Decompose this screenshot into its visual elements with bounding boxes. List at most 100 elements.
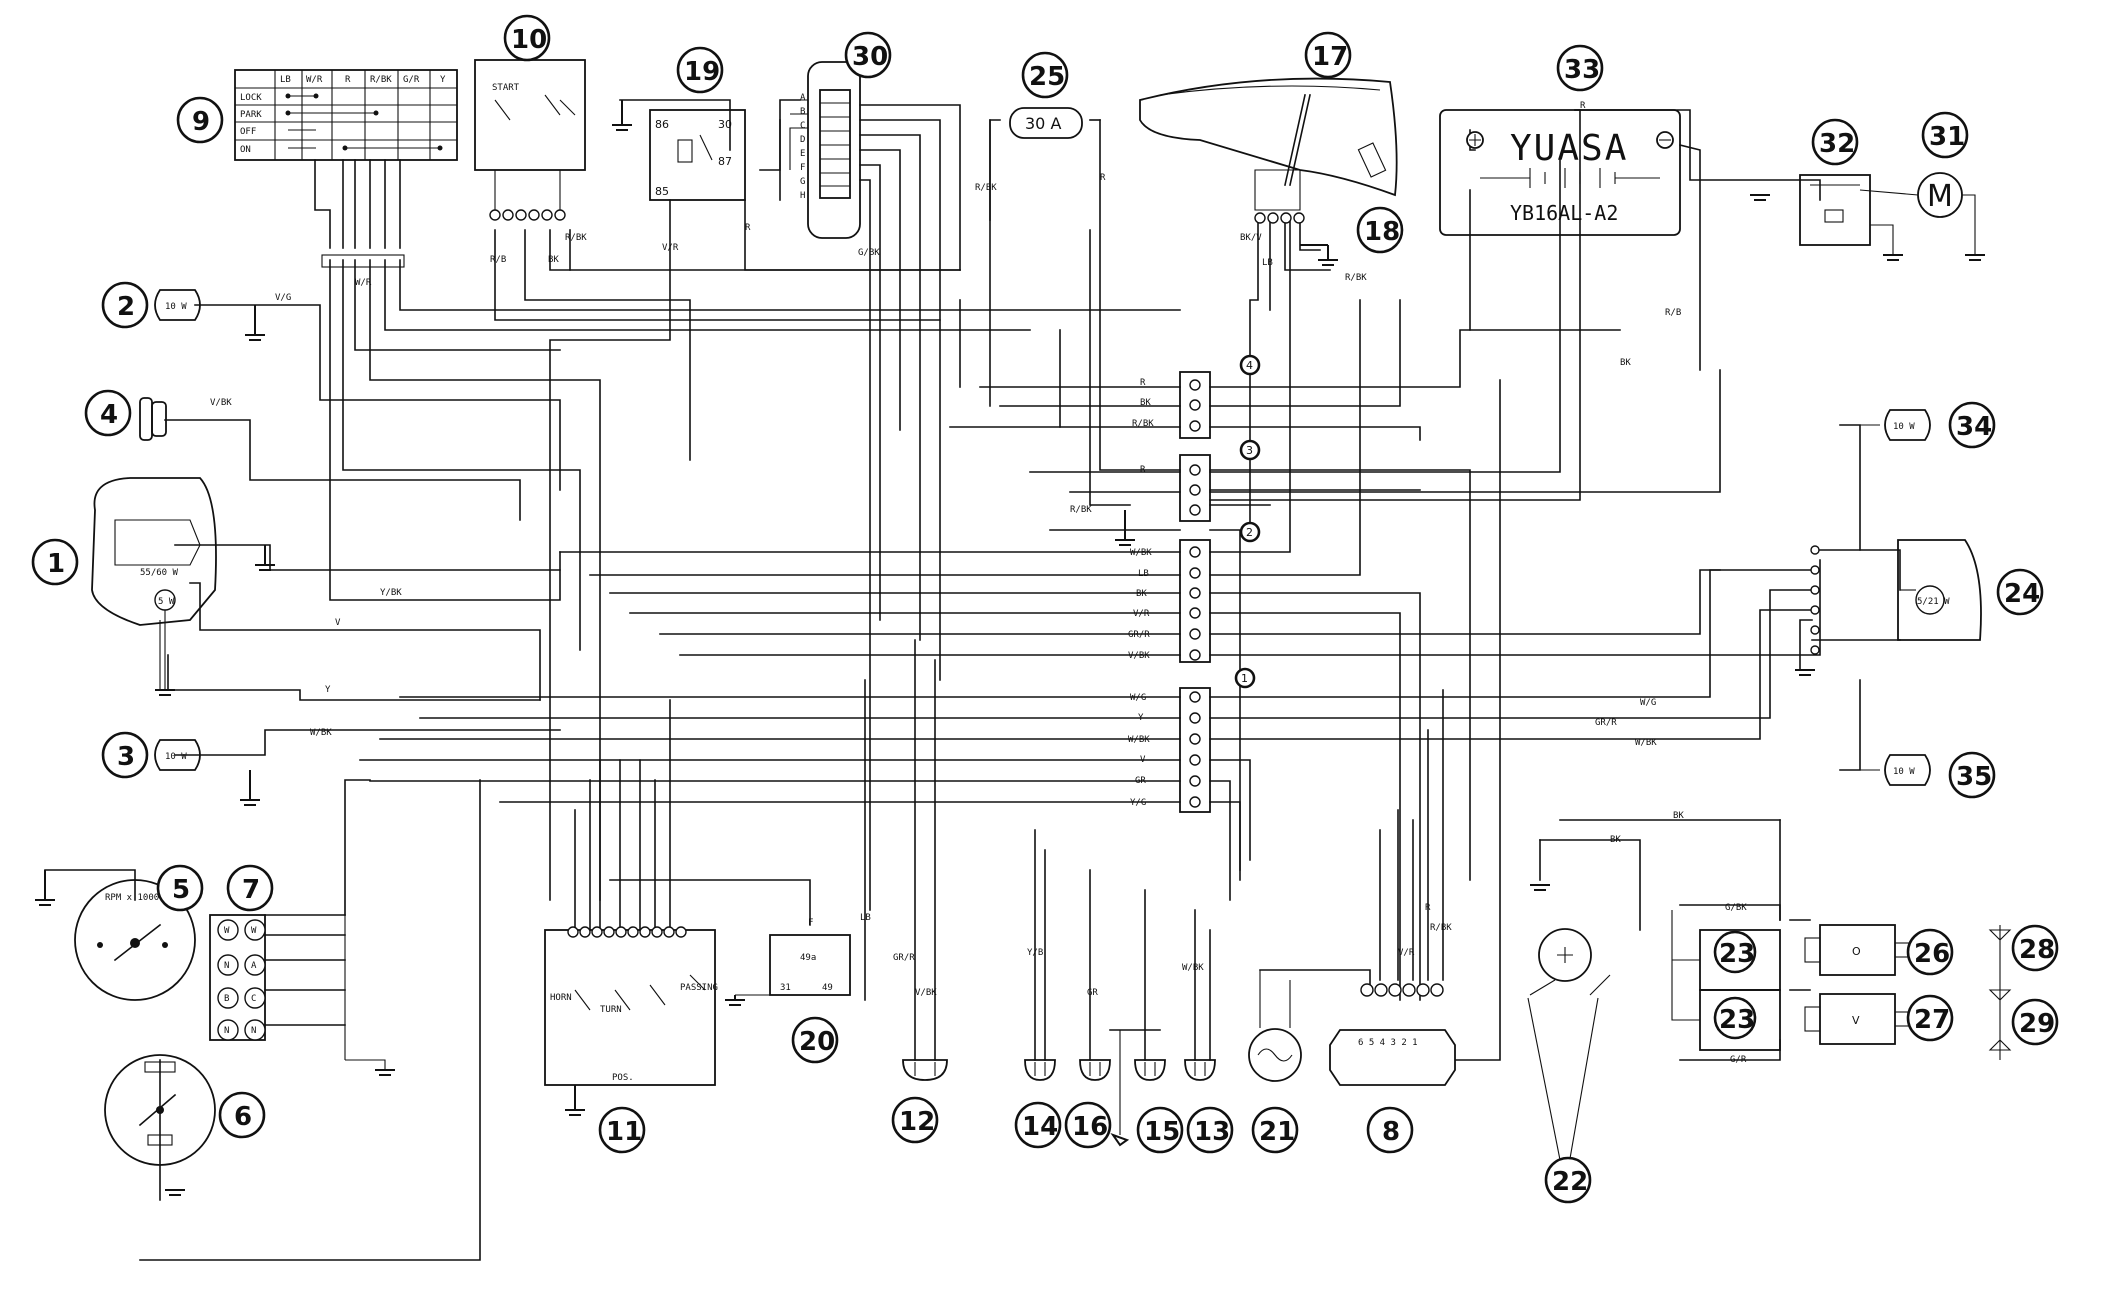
connector-block-4: 4 (1179, 354, 1261, 439)
svg-text:7: 7 (242, 875, 260, 905)
code-gr-16: GR (1087, 988, 1098, 998)
code-vg: V/G (275, 293, 291, 303)
svg-text:25: 25 (1029, 62, 1065, 92)
turn-label: TURN (600, 1005, 622, 1015)
code-vbk-12: V/BK (915, 988, 937, 998)
svg-text:2: 2 (117, 292, 135, 322)
main-fuse: 30 A (1009, 107, 1083, 139)
wl-right-1: W (251, 926, 257, 936)
component-callouts: 1 2 3 4 5 6 7 8 9 10 11 12 13 14 15 16 1… (31, 14, 2059, 1204)
pos-label: POS. (612, 1073, 634, 1083)
callout-6: 6 (218, 1091, 266, 1139)
wl-right-4: N (251, 1026, 256, 1036)
callout-13: 13 (1186, 1106, 1234, 1154)
code-r-8: R (1425, 903, 1431, 913)
code-vr-c2: V/R (1133, 609, 1150, 619)
callout-19: 19 (676, 46, 724, 94)
callout-25: 25 (1021, 51, 1069, 99)
code-gbk-23: G/BK (1725, 903, 1747, 913)
code-grr-c2: GR/R (1128, 630, 1150, 640)
svg-text:15: 15 (1144, 1117, 1180, 1147)
code-rbk-c4: R/BK (1132, 419, 1154, 429)
code-b-c2: BK (1136, 589, 1147, 599)
svg-text:30: 30 (852, 42, 888, 72)
code-wbk-c1: W/BK (1635, 738, 1657, 748)
spark-plug-rear: V (1804, 993, 1911, 1045)
callout-11: 11 (598, 1106, 646, 1154)
tach-label: RPM x 1000 (105, 893, 159, 903)
callout-5: 5 (156, 864, 204, 912)
sensor-14 (1024, 1059, 1056, 1081)
callout-2: 2 (101, 281, 149, 329)
svg-text:10: 10 (511, 25, 547, 55)
callout-28: 28 (2011, 924, 2059, 972)
code-bk-22: BK (1673, 811, 1684, 821)
connector-2-label: 2 (1246, 526, 1253, 539)
svg-text:4: 4 (100, 400, 118, 430)
code-wbk: W/BK (310, 728, 332, 738)
wl-left-3: B (224, 994, 229, 1004)
horn (139, 397, 167, 441)
callout-9: 9 (176, 96, 224, 144)
code-yb-14: Y/B (1027, 948, 1043, 958)
code-r-relay: R (745, 223, 751, 233)
code-v-c1: V (1140, 755, 1146, 765)
code-y-head: Y (325, 685, 331, 695)
callout-22: 22 (1544, 1156, 1592, 1204)
switch-row-1: LOCK (240, 93, 262, 103)
code-lb-17: LB (1262, 258, 1273, 268)
headlight: 55/60 W 5 W (91, 477, 275, 696)
battery: YUASA YB16AL-A2 (1439, 109, 1681, 236)
code-vr: V/R (662, 243, 679, 253)
connector-block-2: 2 (1179, 521, 1261, 663)
starter-relay (1750, 174, 1919, 261)
callout-18: 18 (1356, 206, 1404, 254)
callout-1: 1 (31, 538, 79, 586)
callout-27: 27 (1906, 994, 1954, 1042)
callout-10: 10 (503, 14, 551, 62)
code-bkv: BK/V (1240, 233, 1262, 243)
code-bk-22b: BK (1610, 835, 1621, 845)
connector-3-label: 3 (1246, 444, 1253, 457)
taillight: 5/21 W (1810, 539, 1982, 655)
code-bk-start: BK (548, 255, 559, 265)
regulator-rectifier: 6 5 4 3 2 1 (1329, 983, 1456, 1086)
callout-8: 8 (1366, 1106, 1414, 1154)
switch-row-3: OFF (240, 127, 256, 137)
callout-20: 20 (791, 1016, 839, 1064)
svg-text:11: 11 (606, 1117, 642, 1147)
sensor-13 (1184, 1059, 1216, 1081)
code-r-fuse: R (1100, 173, 1106, 183)
turn-rl-rating: 10 W (1893, 767, 1915, 777)
fuse-box: A B C D E F G H (780, 61, 861, 239)
svg-text:20: 20 (799, 1027, 835, 1057)
svg-text:28: 28 (2019, 935, 2055, 965)
svg-text:18: 18 (1364, 217, 1400, 247)
svg-text:3: 3 (117, 742, 135, 772)
code-wbk-c1-left: W/BK (1128, 735, 1150, 745)
svg-text:6: 6 (234, 1102, 252, 1132)
code-grr-c1: GR/R (1595, 718, 1617, 728)
rear-left-turn-signal: 10 W (1840, 754, 1931, 786)
fuse-letter-a: A (800, 93, 806, 103)
callout-31: 31 (1921, 111, 1969, 159)
switch-col-1: LB (280, 75, 291, 85)
callout-29: 29 (2011, 998, 2059, 1046)
code-rb: R/B (490, 255, 506, 265)
connector-block-3: 3 (1179, 439, 1261, 522)
callout-21: 21 (1251, 1106, 1299, 1154)
regulator-pins: 6 5 4 3 2 1 (1358, 1038, 1418, 1048)
code-gr-c1: GR (1135, 776, 1146, 786)
svg-text:24: 24 (2004, 579, 2040, 609)
svg-text:8: 8 (1382, 1117, 1400, 1147)
fuse-letter-f: F (800, 163, 805, 173)
front-right-turn-signal: 10 W (154, 289, 265, 341)
fuse-letter-b: B (800, 107, 805, 117)
svg-text:22: 22 (1552, 1167, 1588, 1197)
sensor-15 (1110, 1030, 1166, 1147)
switch-row-4: ON (240, 145, 251, 155)
callout-3: 3 (101, 731, 149, 779)
start-switch: START (474, 59, 586, 221)
speedometer (104, 1054, 216, 1196)
